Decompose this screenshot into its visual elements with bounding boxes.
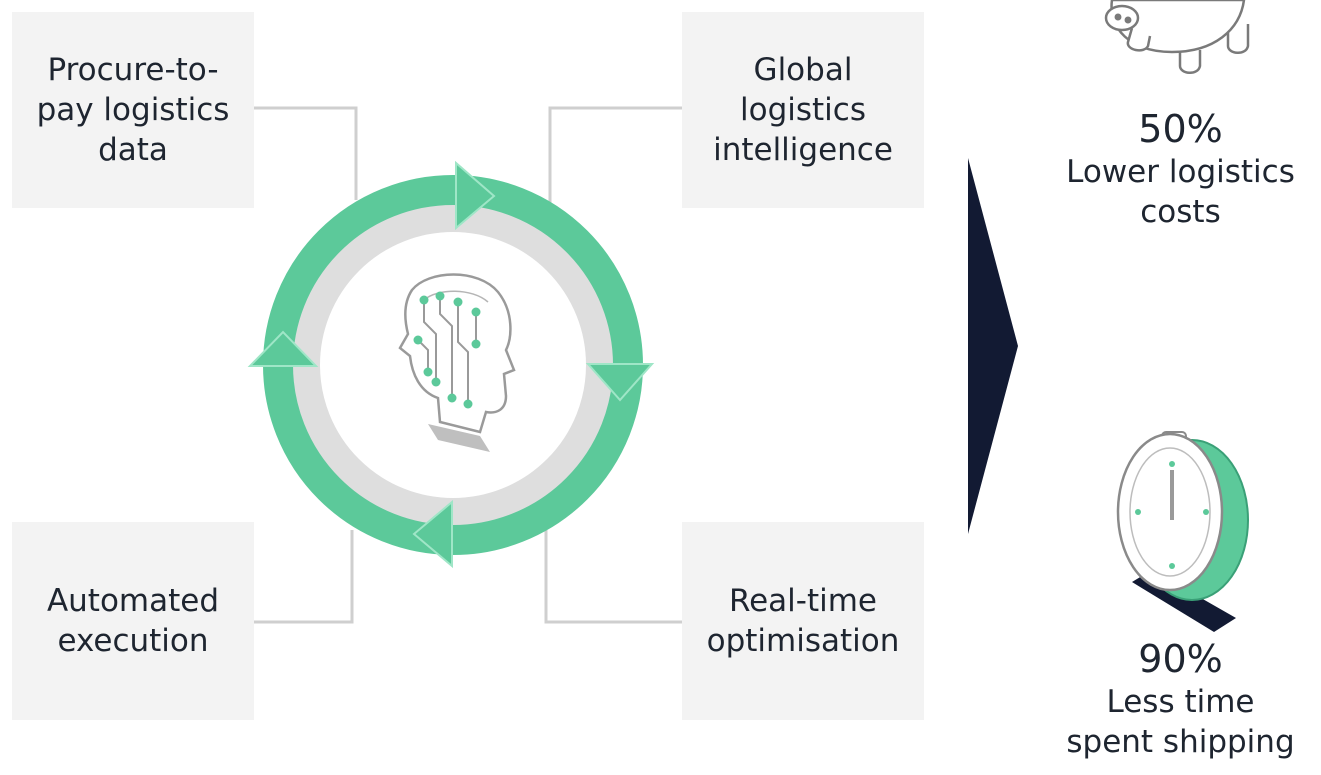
box-realtime-optimisation: Real-time optimisation bbox=[682, 522, 924, 720]
connector-top-left bbox=[254, 106, 358, 200]
result-arrow bbox=[968, 158, 1018, 534]
stat-time-label: Less time spent shipping bbox=[1066, 684, 1295, 760]
connector-bottom-right bbox=[544, 530, 682, 624]
cycle-arrow-left bbox=[247, 330, 319, 367]
ai-head-icon bbox=[398, 273, 516, 452]
box-procure-to-pay: Procure-to- pay logistics data bbox=[12, 12, 254, 208]
connector-top-right bbox=[548, 106, 682, 205]
box-global-intelligence: Global logistics intelligence bbox=[682, 12, 924, 208]
stat-costs-percent: 50% bbox=[1138, 107, 1223, 151]
stat-lower-costs: 50% Lower logistics costs bbox=[1040, 106, 1321, 232]
connector-lines bbox=[254, 106, 682, 624]
cycle-arrow-bottom bbox=[412, 499, 453, 569]
cycle-arrow-right bbox=[585, 363, 655, 402]
piggy-bank-icon bbox=[1104, 0, 1250, 74]
box-automated-execution: Automated execution bbox=[12, 522, 254, 720]
stat-costs-label: Lower logistics costs bbox=[1066, 154, 1295, 230]
connector-bottom-left bbox=[254, 530, 354, 624]
cycle-arrow-top bbox=[455, 160, 496, 231]
stat-less-time: 90% Less time spent shipping bbox=[1040, 636, 1321, 762]
stat-time-percent: 90% bbox=[1138, 637, 1223, 681]
stopwatch-icon bbox=[1116, 431, 1249, 632]
